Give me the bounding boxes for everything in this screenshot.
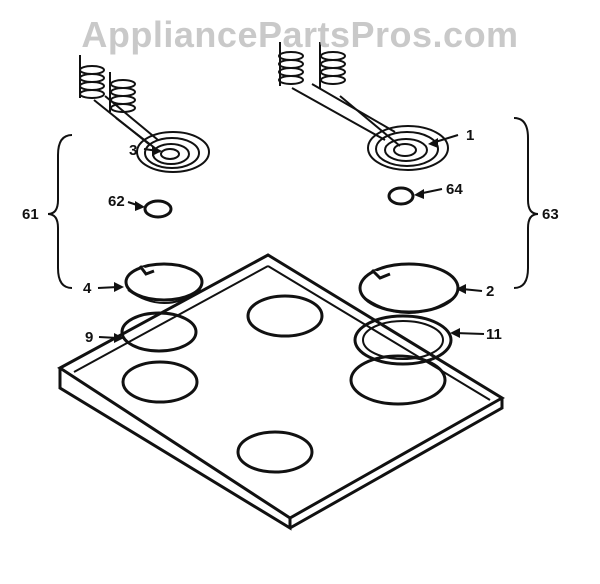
callout-62: 62 [108,193,125,210]
burner-opening-back-center [246,294,324,338]
callout-61: 61 [22,206,39,223]
trim-ring-left [120,311,198,353]
terminal-springs-left [79,55,136,113]
reflector-cap-left [143,199,173,219]
callout-2: 2 [486,283,494,300]
brace-63 [513,117,539,289]
trim-ring-right [353,314,453,366]
callout-9: 9 [85,329,93,346]
surface-element-right [291,83,449,171]
watermark: AppliancePartsPros.com [81,14,519,55]
leader-lines [97,134,485,343]
reflector-cap-right [387,186,415,206]
callout-1: 1 [466,127,474,144]
callout-11: 11 [486,326,502,343]
callout-64: 64 [446,181,463,198]
burner-opening-left [121,360,199,404]
callout-63: 63 [542,206,559,223]
drip-pan-right [358,262,460,314]
terminal-springs-right [278,42,346,88]
callout-3: 3 [129,142,137,159]
burner-opening-front [236,430,314,474]
drip-pan-left [124,262,204,304]
brace-61 [47,134,73,289]
burner-opening-right [349,354,447,406]
callout-4: 4 [83,280,92,297]
